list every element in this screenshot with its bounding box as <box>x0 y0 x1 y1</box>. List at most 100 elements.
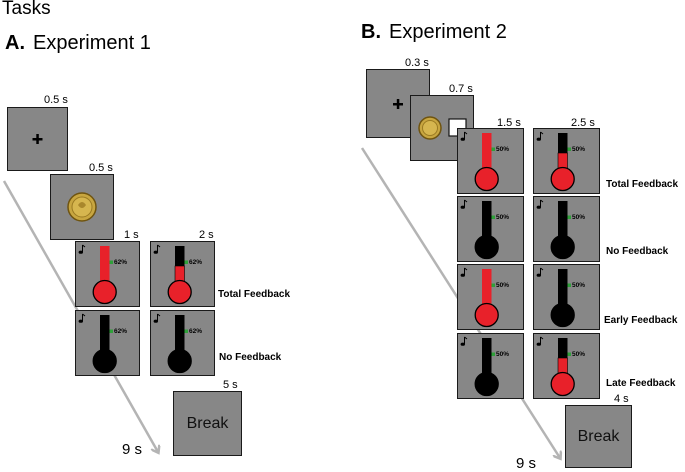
panel-b-title: Experiment 2 <box>389 21 507 43</box>
thermometer-bulb <box>92 348 117 374</box>
music-note-icon <box>460 199 468 209</box>
b-label-no-feedback: No Feedback <box>606 246 669 257</box>
target-marker <box>184 329 188 333</box>
thermometer-bulb <box>550 371 575 397</box>
music-note-icon <box>536 336 544 346</box>
a-label-total-feedback: Total Feedback <box>218 289 291 300</box>
thermometer-icon: 62% <box>153 244 202 305</box>
panel-b-heading: B. Experiment 2 <box>361 21 507 44</box>
target-marker <box>109 329 113 333</box>
b-label-total-feedback: Total Feedback <box>606 179 679 190</box>
target-marker <box>567 215 571 219</box>
thermometer-tube <box>100 315 110 361</box>
target-percent-label: 62% <box>189 259 202 266</box>
target-marker <box>184 260 188 264</box>
b-break-frame: Break <box>565 405 632 468</box>
thermometer-bulb <box>474 371 499 397</box>
b-label-late-feedback: Late Feedback <box>606 378 676 389</box>
a-no-second-panel: 62% <box>150 310 215 376</box>
a-time-break: 5 s <box>223 379 238 391</box>
music-note-icon <box>536 131 544 141</box>
b-time-first: 1.5 s <box>497 117 521 129</box>
gold-coin-icon <box>67 192 97 222</box>
music-note-icon <box>78 244 86 254</box>
thermometer-icon: 50% <box>460 336 509 397</box>
thermometer-icon: 50% <box>460 131 509 192</box>
b-time-coin: 0.7 s <box>449 83 473 95</box>
a-total-second-panel: 62% <box>150 241 215 307</box>
target-percent-label: 50% <box>496 214 509 221</box>
b-time-second: 2.5 s <box>571 117 595 129</box>
thermometer-icon: 50% <box>536 267 585 328</box>
b-no-first-panel: 50% <box>457 196 524 262</box>
target-marker <box>491 352 495 356</box>
target-percent-label: 50% <box>572 146 585 153</box>
thermometer-tube <box>482 338 492 384</box>
music-note-icon <box>153 313 161 323</box>
a-time-second: 2 s <box>199 229 214 241</box>
thermometer-icon: 50% <box>536 199 585 260</box>
music-note-icon <box>153 244 161 254</box>
thermometer-tube <box>482 269 492 315</box>
thermometer-bulb <box>550 302 575 328</box>
target-percent-label: 50% <box>572 214 585 221</box>
a-coin-frame <box>50 174 114 240</box>
target-percent-label: 50% <box>572 351 585 358</box>
target-marker <box>491 283 495 287</box>
target-percent-label: 50% <box>496 351 509 358</box>
thermometer-bulb <box>550 234 575 260</box>
fixation-cross-icon <box>393 99 403 109</box>
b-total-first-panel: 50% <box>457 128 524 194</box>
thermometer-tube <box>175 315 185 361</box>
a-no-first-panel: 62% <box>75 310 140 376</box>
thermometer-tube <box>558 201 568 247</box>
target-marker <box>109 260 113 264</box>
panel-a-title: Experiment 1 <box>33 32 151 54</box>
b-early-second-panel: 50% <box>533 264 600 330</box>
target-marker <box>491 147 495 151</box>
target-marker <box>567 147 571 151</box>
target-percent-label: 50% <box>572 282 585 289</box>
b-time-fixation: 0.3 s <box>405 57 429 69</box>
thermometer-tube <box>100 246 110 292</box>
thermometer-icon: 62% <box>78 313 127 374</box>
target-marker <box>491 215 495 219</box>
panel-a-letter: A. <box>5 32 25 54</box>
target-percent-label: 62% <box>114 328 127 335</box>
music-note-icon <box>460 336 468 346</box>
music-note-icon <box>78 313 86 323</box>
a-total-first-panel: 62% <box>75 241 140 307</box>
target-marker <box>567 352 571 356</box>
target-percent-label: 50% <box>496 146 509 153</box>
thermometer-bulb <box>167 279 192 305</box>
a-time-fixation: 0.5 s <box>44 94 68 106</box>
thermometer-tube <box>482 201 492 247</box>
a-time-first: 1 s <box>124 229 139 241</box>
thermometer-icon: 62% <box>153 313 202 374</box>
b-no-second-panel: 50% <box>533 196 600 262</box>
thermometer-bulb <box>92 279 117 305</box>
thermometer-bulb <box>474 166 499 192</box>
figure-title: Tasks <box>2 0 51 19</box>
music-note-icon <box>536 199 544 209</box>
a-fixation-frame <box>7 107 68 171</box>
target-percent-label: 50% <box>496 282 509 289</box>
b-total-second-panel: 50% <box>533 128 600 194</box>
thermometer-tube <box>482 133 492 179</box>
a-time-coin: 0.5 s <box>89 162 113 174</box>
panel-b-letter: B. <box>361 21 381 43</box>
music-note-icon <box>460 131 468 141</box>
thermometer-tube <box>558 269 568 315</box>
thermometer-icon: 50% <box>536 131 585 192</box>
thermometer-icon: 62% <box>78 244 127 305</box>
a-end-time: 9 s <box>122 441 143 458</box>
b-early-first-panel: 50% <box>457 264 524 330</box>
a-label-no-feedback: No Feedback <box>219 352 282 363</box>
gold-coin-icon <box>418 116 467 140</box>
target-percent-label: 62% <box>114 259 127 266</box>
b-late-second-panel: 50% <box>533 333 600 399</box>
thermometer-bulb <box>550 166 575 192</box>
thermometer-icon: 50% <box>536 336 585 397</box>
thermometer-icon: 50% <box>460 199 509 260</box>
thermometer-bulb <box>474 234 499 260</box>
